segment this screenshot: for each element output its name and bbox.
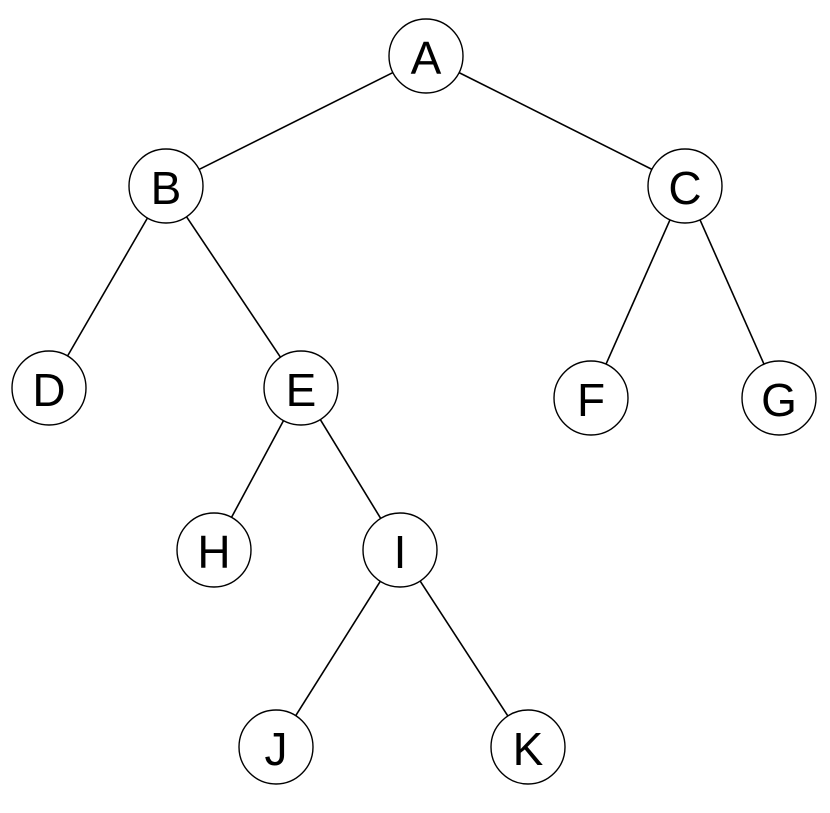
node-circle-a bbox=[388, 18, 464, 94]
node-circle-g bbox=[741, 360, 817, 436]
node-e: E bbox=[263, 350, 339, 426]
node-circle-i bbox=[362, 512, 438, 588]
node-circle-f bbox=[553, 360, 629, 436]
edge-i-j bbox=[295, 580, 381, 717]
node-j: J bbox=[238, 709, 314, 785]
node-d: D bbox=[11, 350, 87, 426]
edge-c-f bbox=[605, 219, 671, 365]
node-label-g: G bbox=[761, 374, 797, 426]
node-label-j: J bbox=[265, 723, 288, 775]
node-label-b: B bbox=[151, 162, 182, 214]
node-label-c: C bbox=[668, 162, 701, 214]
node-a: A bbox=[388, 18, 464, 94]
edge-i-k bbox=[419, 580, 509, 717]
node-label-i: I bbox=[394, 526, 407, 578]
node-c: C bbox=[647, 148, 723, 224]
node-i: I bbox=[362, 512, 438, 588]
node-label-d: D bbox=[32, 364, 65, 416]
node-h: H bbox=[176, 512, 252, 588]
edge-e-h bbox=[230, 420, 285, 518]
edge-b-e bbox=[185, 216, 282, 358]
node-label-h: H bbox=[197, 526, 230, 578]
node-g: G bbox=[741, 360, 817, 436]
edges-layer bbox=[66, 71, 765, 717]
node-k: K bbox=[490, 709, 566, 785]
nodes-layer: A B C D E F G H I J K bbox=[11, 18, 817, 785]
edge-c-g bbox=[699, 219, 765, 365]
node-f: F bbox=[553, 360, 629, 436]
edge-b-d bbox=[66, 217, 149, 357]
node-circle-h bbox=[176, 512, 252, 588]
node-circle-k bbox=[490, 709, 566, 785]
node-circle-j bbox=[238, 709, 314, 785]
edge-e-i bbox=[319, 419, 382, 519]
node-circle-c bbox=[647, 148, 723, 224]
node-label-a: A bbox=[411, 32, 442, 84]
node-circle-d bbox=[11, 350, 87, 426]
edge-a-b bbox=[198, 71, 394, 171]
node-label-k: K bbox=[513, 723, 544, 775]
node-circle-b bbox=[128, 148, 204, 224]
node-label-f: F bbox=[577, 374, 605, 426]
node-b: B bbox=[128, 148, 204, 224]
node-label-e: E bbox=[286, 364, 317, 416]
edge-a-c bbox=[458, 71, 653, 171]
node-circle-e bbox=[263, 350, 339, 426]
